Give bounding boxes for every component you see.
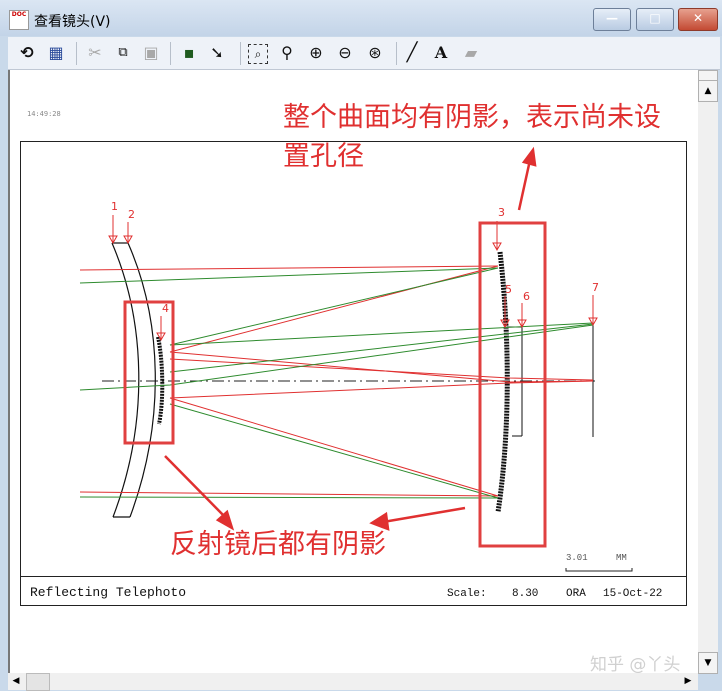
scale-bar-unit: MM (616, 553, 627, 563)
vertical-scrollbar[interactable]: ▲ ▼ (698, 70, 718, 674)
zoom-in-icon: ⊕ (309, 43, 323, 62)
copy-button[interactable]: ⧉ (112, 42, 134, 64)
watermark: 知乎 @丫头 (590, 655, 681, 675)
select-button[interactable]: ➘ (206, 42, 228, 64)
scroll-left-button[interactable]: ◀ (8, 673, 24, 689)
zoom-reset-button[interactable]: ⊛ (364, 42, 386, 64)
surface-label-3: 3 (498, 206, 505, 219)
surface-label-1: 1 (111, 200, 118, 213)
footer-divider (20, 576, 687, 577)
drawing-title: Reflecting Telephoto (30, 585, 187, 600)
paste-button[interactable]: ▣ (140, 42, 162, 64)
text-button[interactable]: A (430, 42, 452, 64)
surface-label-5: 5 (505, 283, 512, 296)
doc-icon: DOC (9, 10, 29, 30)
arrow-down-icon: ▼ (704, 658, 712, 668)
arrow-left-icon: ◀ (12, 676, 20, 686)
maximize-icon: □ (649, 11, 661, 25)
scale-bar-value: 3.01 (566, 553, 588, 563)
close-button[interactable]: ✕ (678, 8, 718, 31)
drawing-canvas[interactable] (8, 70, 700, 674)
toolbar: ⟲ ▦ ✂ ⧉ ▣ ▪ ➘ ⌕ ⚲ ⊕ ⊖ ⊛ ╱ A ▰ (8, 37, 720, 70)
zoom-window-button[interactable]: ⌕ (248, 44, 268, 64)
minimize-icon: — (606, 11, 618, 25)
refresh-button[interactable]: ⟲ (16, 42, 38, 64)
surface-2 (127, 242, 156, 518)
line-button[interactable]: ╱ (401, 42, 423, 64)
date-label: 15-Oct-22 (603, 588, 663, 600)
close-icon: ✕ (692, 11, 704, 25)
surface-label-7: 7 (592, 281, 599, 294)
scroll-up-button[interactable]: ▲ (698, 80, 718, 102)
toolbar-separator (240, 42, 241, 65)
maximize-button[interactable]: □ (636, 8, 674, 31)
org-label: ORA (566, 588, 586, 600)
zoom-out-icon: ⊖ (338, 43, 352, 62)
line-icon: ╱ (406, 42, 418, 63)
paste-icon: ▣ (143, 43, 159, 62)
cut-button[interactable]: ✂ (84, 42, 106, 64)
scissors-icon: ✂ (88, 43, 102, 62)
minimize-button[interactable]: — (593, 8, 631, 31)
text-icon: A (434, 43, 448, 62)
save-button[interactable]: ▪ (178, 42, 200, 64)
surface-label-6: 6 (523, 290, 530, 303)
horizontal-scrollbar[interactable]: ◀ ▶ (8, 673, 698, 691)
floppy-icon: ▪ (183, 43, 195, 62)
surface-4-mirror (156, 336, 165, 425)
toolbar-separator (170, 42, 171, 65)
drawing-frame (20, 141, 687, 606)
zoom-out-button[interactable]: ⊖ (334, 42, 356, 64)
annotation-bottom: 反射镜后都有阴影 (170, 529, 386, 560)
zoom-box-icon: ⌕ (254, 47, 262, 61)
highlight-box-secondary (123, 300, 175, 445)
settings-icon: ▦ (48, 43, 64, 62)
scale-value: 8.30 (512, 588, 539, 600)
eraser-button[interactable]: ▰ (460, 42, 482, 64)
annotation-top-line2: 置孔径 (283, 141, 364, 172)
scroll-right-button[interactable]: ▶ (680, 673, 696, 689)
copy-icon: ⧉ (118, 45, 128, 60)
window-title: 查看镜头(V) (34, 14, 111, 30)
toolbar-separator (396, 42, 397, 65)
arrow-up-icon: ▲ (704, 86, 712, 96)
title-bar: DOC 查看镜头(V) — □ ✕ (0, 0, 722, 36)
refresh-icon: ⟲ (20, 43, 34, 62)
zoom-pan-icon: ⚲ (281, 43, 293, 62)
pointer-icon: ➘ (210, 43, 224, 62)
arrow-right-icon: ▶ (684, 676, 692, 686)
annotation-top-line1: 整个曲面均有阴影，表示尚未设 (283, 102, 661, 133)
scroll-down-button[interactable]: ▼ (698, 652, 718, 674)
zoom-pan-button[interactable]: ⚲ (276, 42, 298, 64)
surface-1 (111, 242, 140, 518)
zoom-in-button[interactable]: ⊕ (305, 42, 327, 64)
scale-label: Scale: (447, 588, 487, 600)
hscroll-thumb[interactable] (26, 673, 50, 691)
toolbar-separator (76, 42, 77, 65)
settings-button[interactable]: ▦ (45, 42, 67, 64)
surface-3-mirror (495, 251, 510, 513)
timestamp: 14:49:28 (27, 110, 61, 118)
surface-label-2: 2 (128, 208, 135, 221)
highlight-box-primary (478, 221, 547, 548)
surface-label-4: 4 (162, 302, 169, 315)
zoom-reset-icon: ⊛ (368, 43, 382, 62)
eraser-icon: ▰ (464, 43, 478, 62)
